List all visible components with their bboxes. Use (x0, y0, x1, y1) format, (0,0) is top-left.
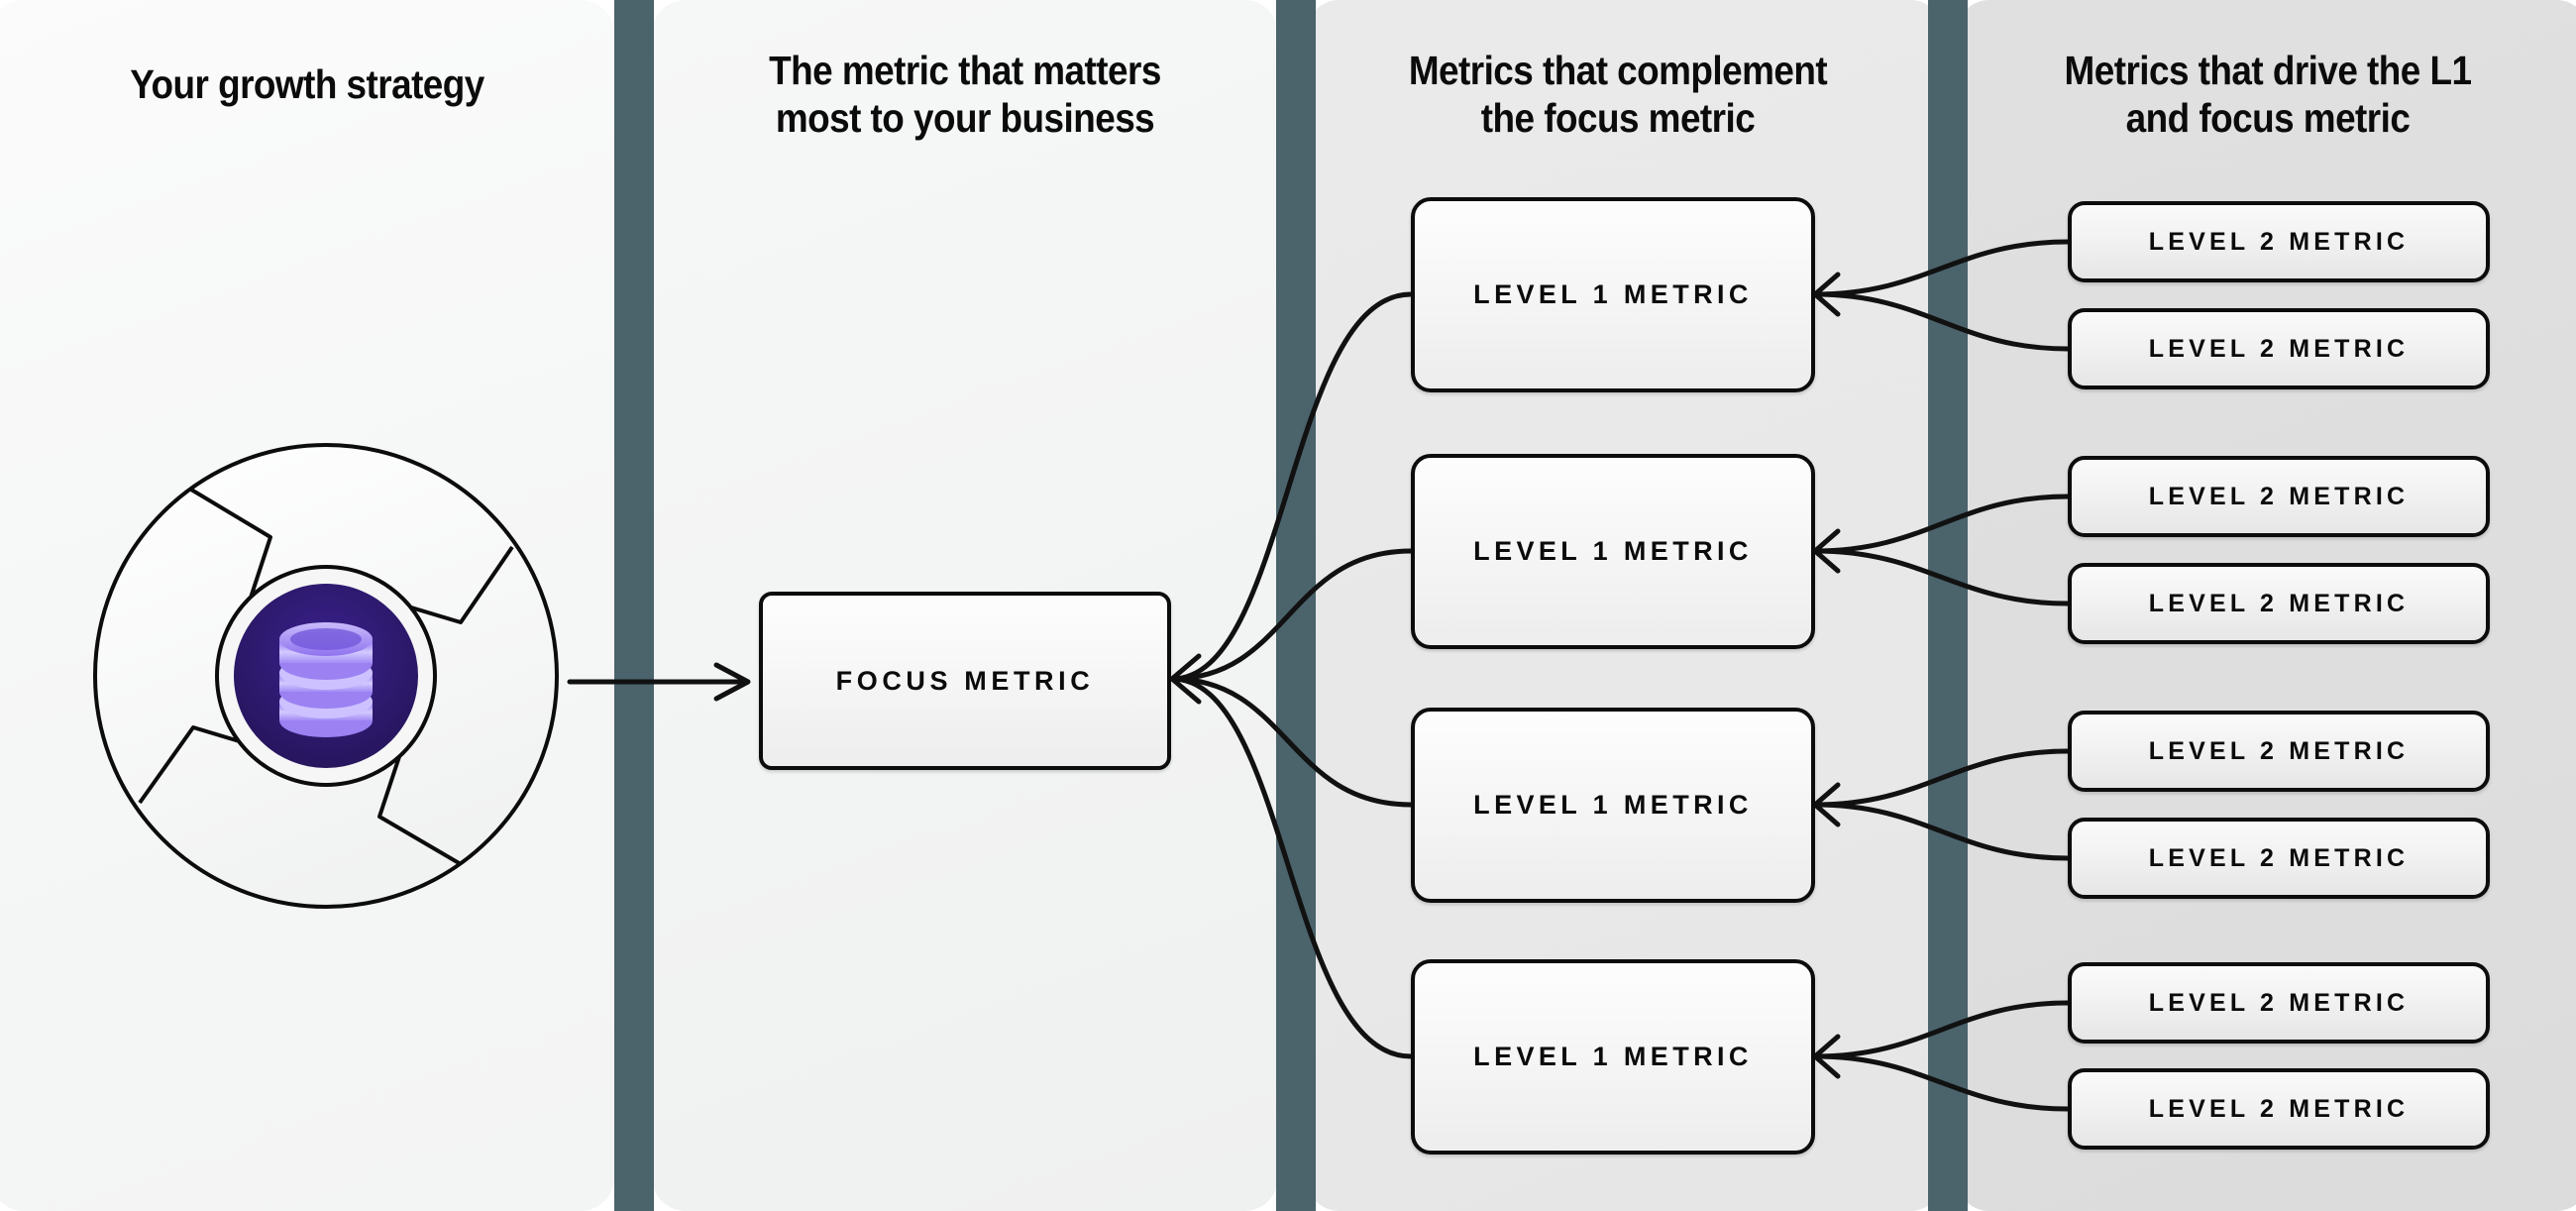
node-level-2-metric-7[interactable]: LEVEL 2 METRIC (2068, 962, 2490, 1044)
node-level-1-metric-2-label: LEVEL 1 METRIC (1473, 536, 1753, 566)
node-focus-metric-label: FOCUS METRIC (835, 665, 1095, 696)
node-level-1-metric-1-label: LEVEL 1 METRIC (1473, 279, 1753, 309)
column-divider-1 (614, 0, 654, 1211)
node-level-2-metric-4[interactable]: LEVEL 2 METRIC (2068, 563, 2490, 644)
node-level-2-metric-7-label: LEVEL 2 METRIC (2148, 988, 2410, 1017)
node-focus-metric[interactable]: FOCUS METRIC (759, 592, 1171, 770)
node-level-2-metric-4-label: LEVEL 2 METRIC (2148, 589, 2410, 617)
node-level-2-metric-6[interactable]: LEVEL 2 METRIC (2068, 818, 2490, 899)
column-divider-2 (1276, 0, 1316, 1211)
node-level-2-metric-8[interactable]: LEVEL 2 METRIC (2068, 1068, 2490, 1150)
node-level-2-metric-1[interactable]: LEVEL 2 METRIC (2068, 201, 2490, 282)
node-level-2-metric-5[interactable]: LEVEL 2 METRIC (2068, 711, 2490, 792)
column-heading-focus-metric: The metric that matters most to your bus… (769, 48, 1161, 141)
node-level-2-metric-1-label: LEVEL 2 METRIC (2148, 227, 2410, 256)
node-level-2-metric-2[interactable]: LEVEL 2 METRIC (2068, 308, 2490, 389)
node-level-2-metric-5-label: LEVEL 2 METRIC (2148, 736, 2410, 765)
aperture-logo-svg (93, 443, 559, 909)
column-heading-level-1-metrics: Metrics that complement the focus metric (1408, 48, 1828, 141)
node-level-1-metric-1[interactable]: LEVEL 1 METRIC (1411, 197, 1815, 392)
node-level-2-metric-3[interactable]: LEVEL 2 METRIC (2068, 456, 2490, 537)
aperture-database-logo (82, 428, 570, 924)
node-level-2-metric-2-label: LEVEL 2 METRIC (2148, 334, 2410, 363)
node-level-1-metric-4[interactable]: LEVEL 1 METRIC (1411, 959, 1815, 1155)
node-level-1-metric-3-label: LEVEL 1 METRIC (1473, 790, 1753, 820)
database-stack-icon (279, 622, 373, 737)
column-divider-3 (1928, 0, 1968, 1211)
node-level-1-metric-3[interactable]: LEVEL 1 METRIC (1411, 708, 1815, 903)
node-level-2-metric-6-label: LEVEL 2 METRIC (2148, 843, 2410, 872)
node-level-1-metric-2[interactable]: LEVEL 1 METRIC (1411, 454, 1815, 649)
node-level-2-metric-3-label: LEVEL 2 METRIC (2148, 482, 2410, 510)
node-level-2-metric-8-label: LEVEL 2 METRIC (2148, 1094, 2410, 1123)
node-level-1-metric-4-label: LEVEL 1 METRIC (1473, 1042, 1753, 1071)
column-heading-growth-strategy: Your growth strategy (130, 61, 484, 107)
column-heading-level-2-metrics: Metrics that drive the L1 and focus metr… (2064, 48, 2473, 141)
